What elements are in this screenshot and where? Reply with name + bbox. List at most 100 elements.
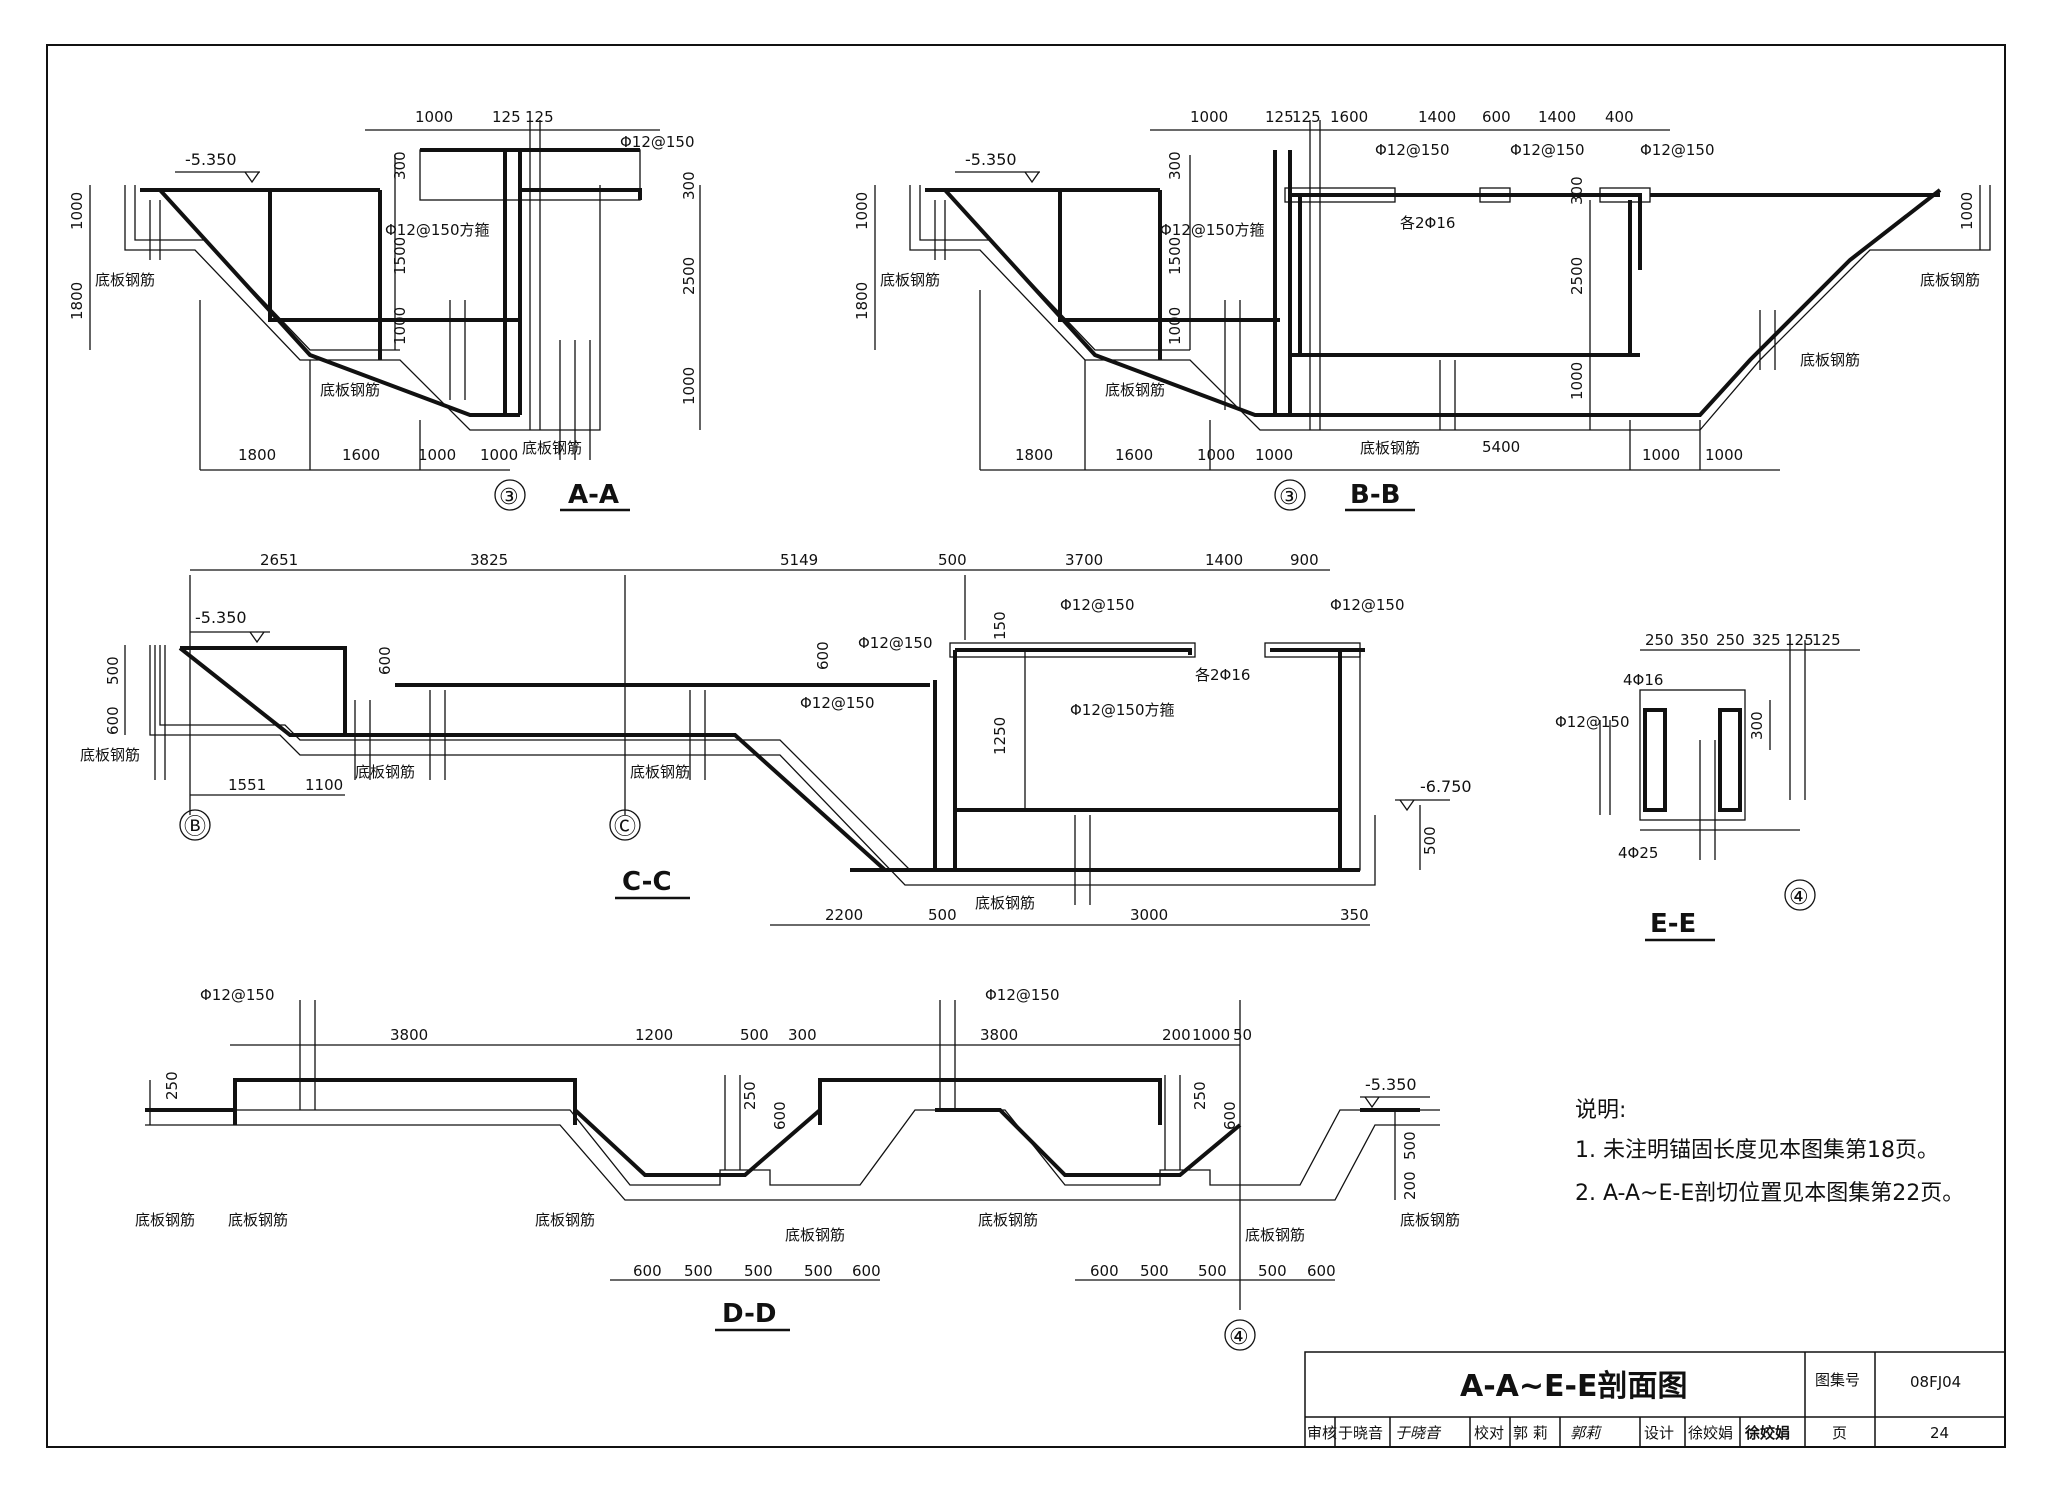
bb-dim-top-2: 125 [1265, 108, 1294, 126]
bb-section-name: B-B [1350, 480, 1400, 510]
dd-dim-v-3: 600 [771, 1101, 789, 1130]
aa-rebar-top: Φ12@150 [620, 133, 695, 151]
ee-bars-top: 4Φ16 [1623, 671, 1663, 689]
cc-slab-label-4: 底板钢筋 [975, 894, 1035, 912]
bb-dim-bottom-4: 1000 [1255, 446, 1293, 464]
aa-section-name: A-A [568, 480, 619, 510]
cc-dim-inner-4: 1250 [991, 717, 1009, 755]
bb-dim-top-4: 1600 [1330, 108, 1368, 126]
bb-dim-bottom-1: 1800 [1015, 446, 1053, 464]
dd-rebar-left: Φ12@150 [200, 986, 275, 1004]
cc-elev-bottom: -6.750 [1420, 777, 1472, 796]
cc-dim-top-2: 3825 [470, 551, 508, 569]
reviewer: 于晓音 [1338, 1424, 1383, 1442]
dd-dim-v-2: 250 [741, 1081, 759, 1110]
aa-dim-bottom-4: 1000 [480, 446, 518, 464]
bb-dim-inner-1: 300 [1166, 151, 1184, 180]
dd-dim-br-3: 500 [1198, 1262, 1227, 1280]
checker: 郭 莉 [1513, 1424, 1548, 1442]
cc-rebar-2: Φ12@150 [1330, 596, 1405, 614]
dd-dim-bl-3: 500 [744, 1262, 773, 1280]
dd-dim-br-2: 500 [1140, 1262, 1169, 1280]
dd-slab-label-7: 底板钢筋 [1400, 1211, 1460, 1229]
dd-elev: -5.350 [1365, 1075, 1417, 1094]
design-label: 设计 [1644, 1424, 1674, 1442]
cc-dim-top-6: 1400 [1205, 551, 1243, 569]
bb-slab-label-1: 底板钢筋 [880, 271, 940, 289]
dd-slab-label-5: 底板钢筋 [978, 1211, 1038, 1229]
ee-dim-top-1: 250 [1645, 631, 1674, 649]
dd-dim-right-2: 200 [1401, 1171, 1419, 1200]
cc-axis-c: Ⓒ [614, 815, 636, 840]
bb-dim-top-5: 1400 [1418, 108, 1456, 126]
cc-dim-inner-2: 600 [814, 641, 832, 670]
section-ee [1599, 640, 1860, 942]
aa-dim-left-1: 1000 [68, 192, 86, 230]
sheet-frame [46, 44, 2006, 1448]
cc-dim-bottom-3: 3000 [1130, 906, 1168, 924]
bb-dim-top-8: 400 [1605, 108, 1634, 126]
aa-slab-label-3: 底板钢筋 [522, 439, 582, 457]
bb-rebar-2: Φ12@150 [1510, 141, 1585, 159]
cc-rebar-1: Φ12@150 [1060, 596, 1135, 614]
bb-dim-top-7: 1400 [1538, 108, 1576, 126]
dd-dim-top-5: 3800 [980, 1026, 1018, 1044]
aa-dim-right-3: 1000 [680, 367, 698, 405]
cc-dim-inner-3: 150 [991, 611, 1009, 640]
dd-dim-top-2: 1200 [635, 1026, 673, 1044]
cc-dim-top-3: 5149 [780, 551, 818, 569]
dd-dim-v-5: 600 [1221, 1101, 1239, 1130]
bb-dim-inner-5: 2500 [1568, 257, 1586, 295]
dd-dim-bl-4: 500 [804, 1262, 833, 1280]
cc-stirrup: Φ12@150方箍 [1070, 701, 1175, 719]
aa-slab-label-2: 底板钢筋 [320, 381, 380, 399]
bb-dim-inner-2: 1500 [1166, 237, 1184, 275]
bb-rebar-3: Φ12@150 [1640, 141, 1715, 159]
aa-dim-right-2: 2500 [680, 257, 698, 295]
ee-dim-top-5: 125 [1785, 631, 1814, 649]
bb-dim-top-3: 125 [1292, 108, 1321, 126]
dd-dim-right-1: 500 [1401, 1131, 1419, 1160]
cc-slab-label-2: 底板钢筋 [355, 763, 415, 781]
cc-dim-top-5: 3700 [1065, 551, 1103, 569]
bb-dim-bottom-2: 1600 [1115, 446, 1153, 464]
bb-stirrup: Φ12@150方箍 [1160, 221, 1265, 239]
notes-item-2: 2. A-A~E-E剖切位置见本图集第22页。 [1575, 1181, 1964, 1206]
bb-slab-label-5: 底板钢筋 [1800, 351, 1860, 369]
ee-rebar: Φ12@150 [1555, 713, 1630, 731]
cc-rebar-3: Φ12@150 [858, 634, 933, 652]
section-aa [89, 120, 701, 512]
dd-dim-br-1: 600 [1090, 1262, 1119, 1280]
bb-axis: ③ [1279, 485, 1299, 510]
dd-rebar-mid: Φ12@150 [985, 986, 1060, 1004]
ee-dim-top-6: 125 [1812, 631, 1841, 649]
dd-slab-label-3: 底板钢筋 [535, 1211, 595, 1229]
dd-slab-label-1: 底板钢筋 [135, 1211, 195, 1229]
bb-bars: 各2Φ16 [1400, 214, 1455, 232]
ee-bars-bottom: 4Φ25 [1618, 844, 1658, 862]
dd-dim-v-4: 250 [1191, 1081, 1209, 1110]
bb-slab-label-3: 底板钢筋 [1360, 439, 1420, 457]
dd-slab-label-6: 底板钢筋 [1245, 1226, 1305, 1244]
bb-slab-label-4: 底板钢筋 [1920, 271, 1980, 289]
notes-heading: 说明: [1575, 1098, 1626, 1123]
cc-section-name: C-C [622, 867, 672, 897]
ee-dim-top-3: 250 [1716, 631, 1745, 649]
dd-dim-top-8: 50 [1233, 1026, 1252, 1044]
aa-slab-label-1: 底板钢筋 [95, 271, 155, 289]
bb-dim-bottom-6: 1000 [1642, 446, 1680, 464]
checker-signature: 郭莉 [1570, 1424, 1603, 1442]
aa-elev: -5.350 [185, 150, 237, 169]
bb-dim-bottom-7: 1000 [1705, 446, 1743, 464]
section-dd [145, 1000, 1440, 1351]
aa-stirrup: Φ12@150方箍 [385, 221, 490, 239]
bb-dim-top-6: 600 [1482, 108, 1511, 126]
dd-dim-top-4: 300 [788, 1026, 817, 1044]
bb-dim-bottom-3: 1000 [1197, 446, 1235, 464]
cc-bars: 各2Φ16 [1195, 666, 1250, 684]
bb-dim-left-1: 1000 [853, 192, 871, 230]
cc-slab-label-3: 底板钢筋 [630, 763, 690, 781]
drawing-title: A-A~E-E剖面图 [1460, 1369, 1687, 1404]
dd-dim-br-4: 500 [1258, 1262, 1287, 1280]
cc-dim-top-4: 500 [938, 551, 967, 569]
